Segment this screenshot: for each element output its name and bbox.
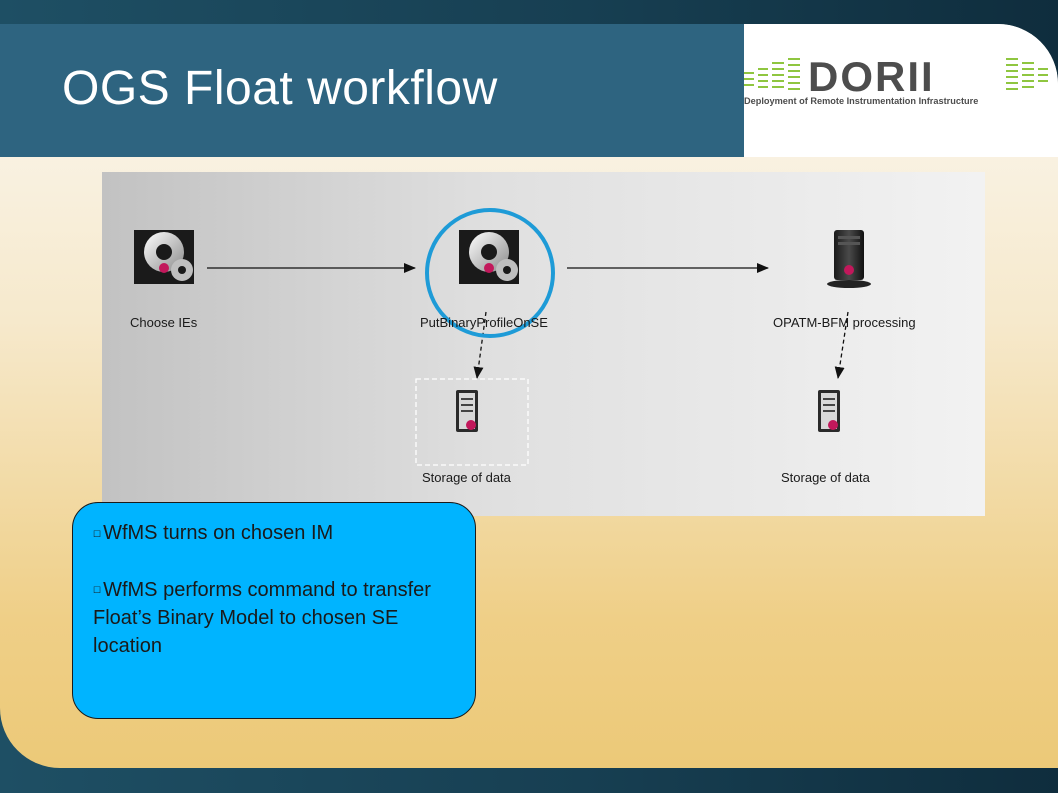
checkbox-icon: ☐ <box>93 528 102 539</box>
node-label-choose-ies: Choose IEs <box>130 315 198 330</box>
slide: OGS Float workflow DORII Deployment of R… <box>0 24 1058 768</box>
node-label-storage-1: Storage of data <box>422 470 511 485</box>
storage-icon <box>818 390 840 432</box>
workflow-diagram: Choose IEs PutBinaryProfileOnSE OPATM-BF… <box>102 172 985 516</box>
node-label-storage-2: Storage of data <box>781 470 870 485</box>
storage-icon <box>456 390 478 432</box>
node-label-opatm: OPATM-BFM processing <box>773 315 916 330</box>
dorii-logo: DORII Deployment of Remote Instrumentati… <box>744 53 1048 106</box>
highlight-circle <box>425 208 555 338</box>
gear-icon <box>459 230 519 284</box>
logo-area: DORII Deployment of Remote Instrumentati… <box>744 24 1058 157</box>
logo-wordmark: DORII <box>808 53 935 100</box>
logo-tagline: Deployment of Remote Instrumentation Inf… <box>744 96 978 106</box>
node-label-put-binary: PutBinaryProfileOnSE <box>420 315 548 330</box>
callout-bullet-text: WfMS turns on chosen IM <box>103 522 334 544</box>
logo-signal-bars-right-icon <box>1006 58 1048 90</box>
checkbox-icon: ☐ <box>93 585 102 596</box>
server-icon <box>827 230 871 288</box>
callout-bullet: ☐WfMS turns on chosen IM <box>93 519 457 548</box>
selection-box <box>415 378 529 466</box>
callout-bullet-text: WfMS performs command to transfer Float’… <box>93 578 431 658</box>
title-band: OGS Float workflow <box>0 24 744 157</box>
callout-box: ☐WfMS turns on chosen IM ☐WfMS performs … <box>72 502 476 719</box>
gear-icon <box>134 230 194 284</box>
logo-signal-bars-left-icon <box>744 58 800 90</box>
workflow-connectors <box>134 208 871 466</box>
slide-title: OGS Float workflow <box>62 62 498 115</box>
callout-bullet: ☐WfMS performs command to transfer Float… <box>93 576 457 661</box>
